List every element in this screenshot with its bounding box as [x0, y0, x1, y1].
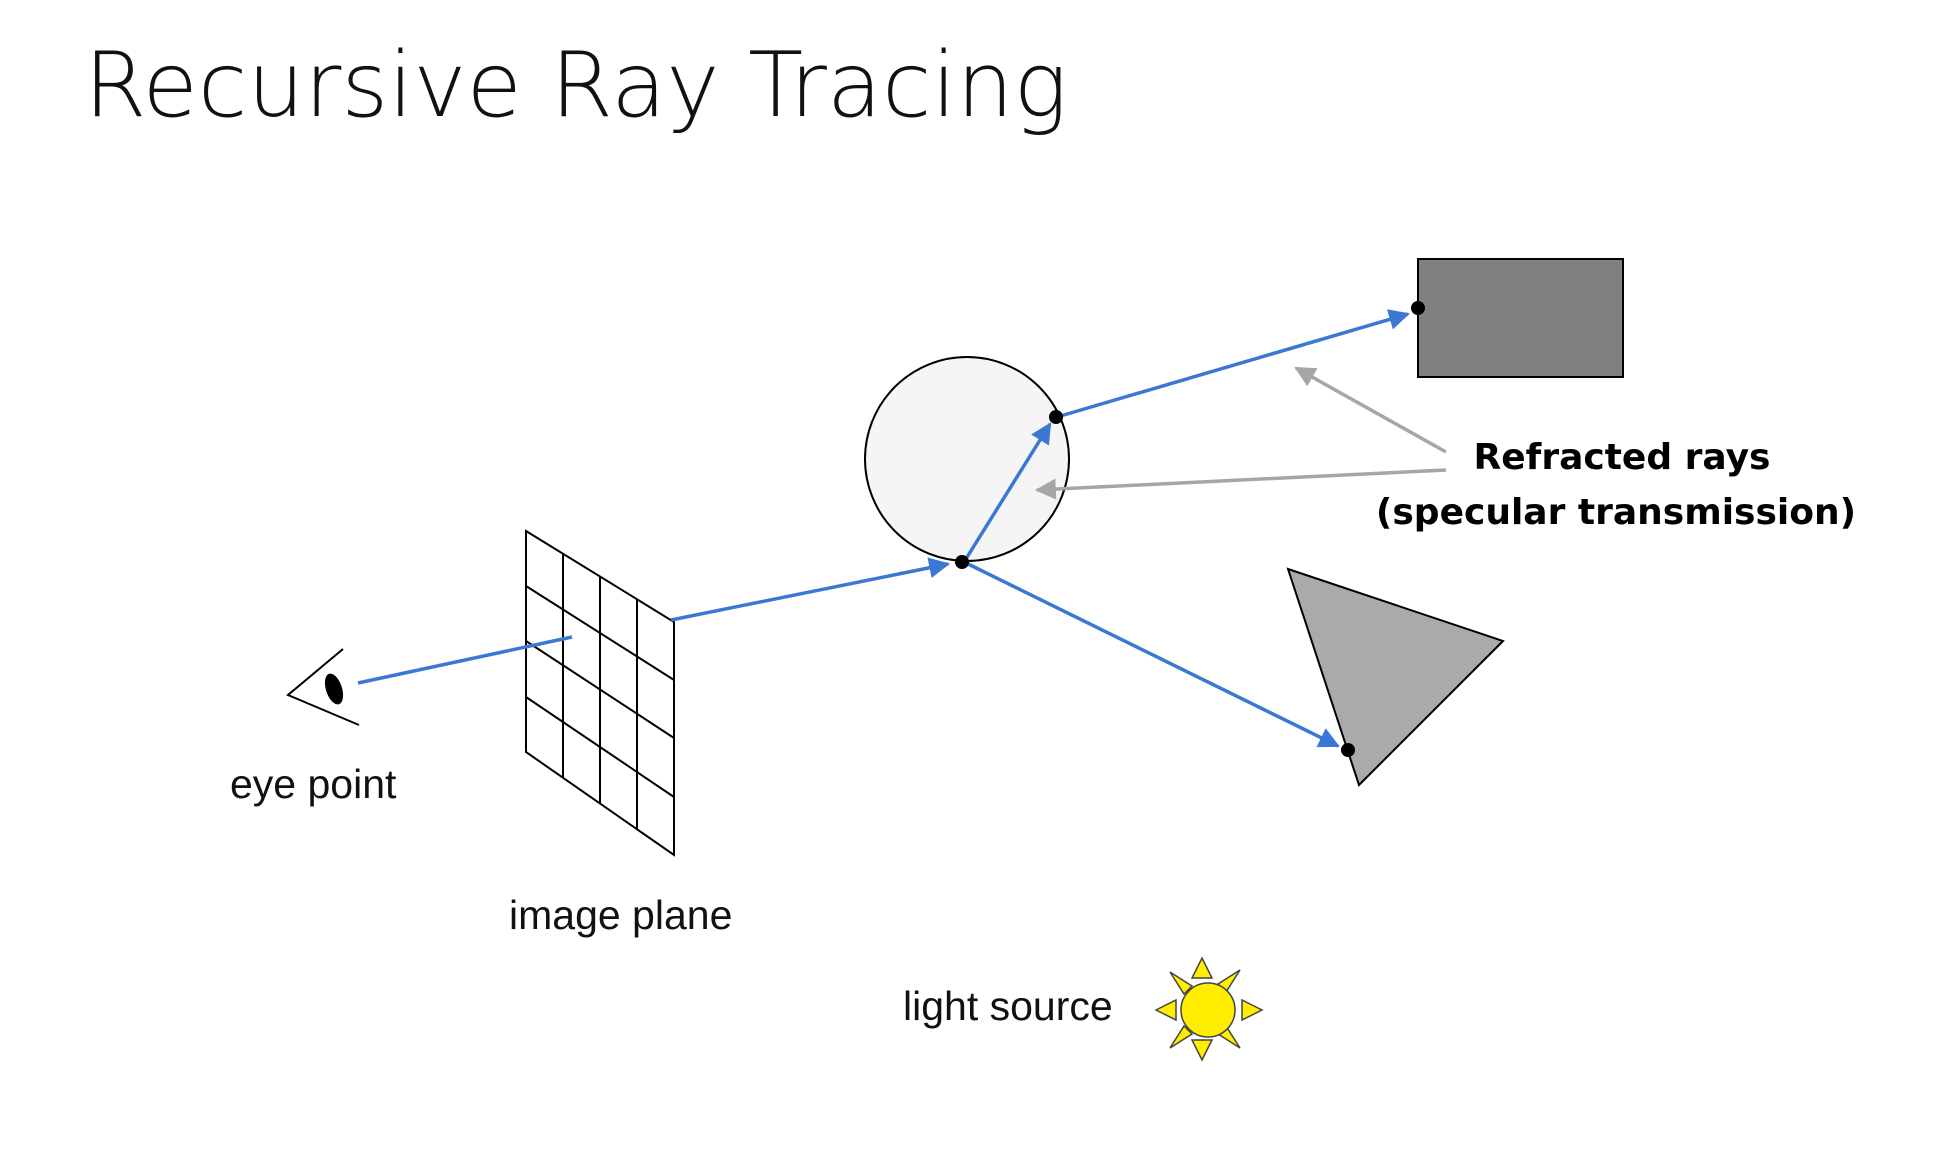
slide-title: Recursive Ray Tracing — [84, 33, 1068, 138]
intersection-points — [955, 301, 1425, 757]
primary-ray — [357, 557, 951, 685]
refracted-ray-to-rectangle — [1056, 309, 1411, 419]
intersection-point-rectangle — [1411, 301, 1425, 315]
label-eye-point: eye point — [230, 761, 397, 807]
sphere — [864, 356, 1070, 562]
image-plane-grid — [525, 529, 675, 857]
eye-icon — [286, 648, 360, 726]
annotation-refracted-rays: Refracted rays — [1474, 437, 1771, 478]
ray-to-triangle — [963, 560, 1340, 748]
rectangle-object — [1417, 258, 1624, 378]
label-light-source: light source — [903, 983, 1113, 1029]
annotation-pointers — [1034, 366, 1447, 500]
label-image-plane: image plane — [509, 892, 732, 938]
sun-icon — [1154, 956, 1264, 1062]
refracted-ray-inside — [962, 422, 1052, 563]
annotation-specular-transmission: (specular transmission) — [1376, 492, 1856, 533]
triangle-object — [1286, 567, 1505, 787]
intersection-point-triangle — [1341, 743, 1355, 757]
intersection-point-sphere-entry — [955, 555, 969, 569]
intersection-point-sphere-exit — [1049, 410, 1063, 424]
